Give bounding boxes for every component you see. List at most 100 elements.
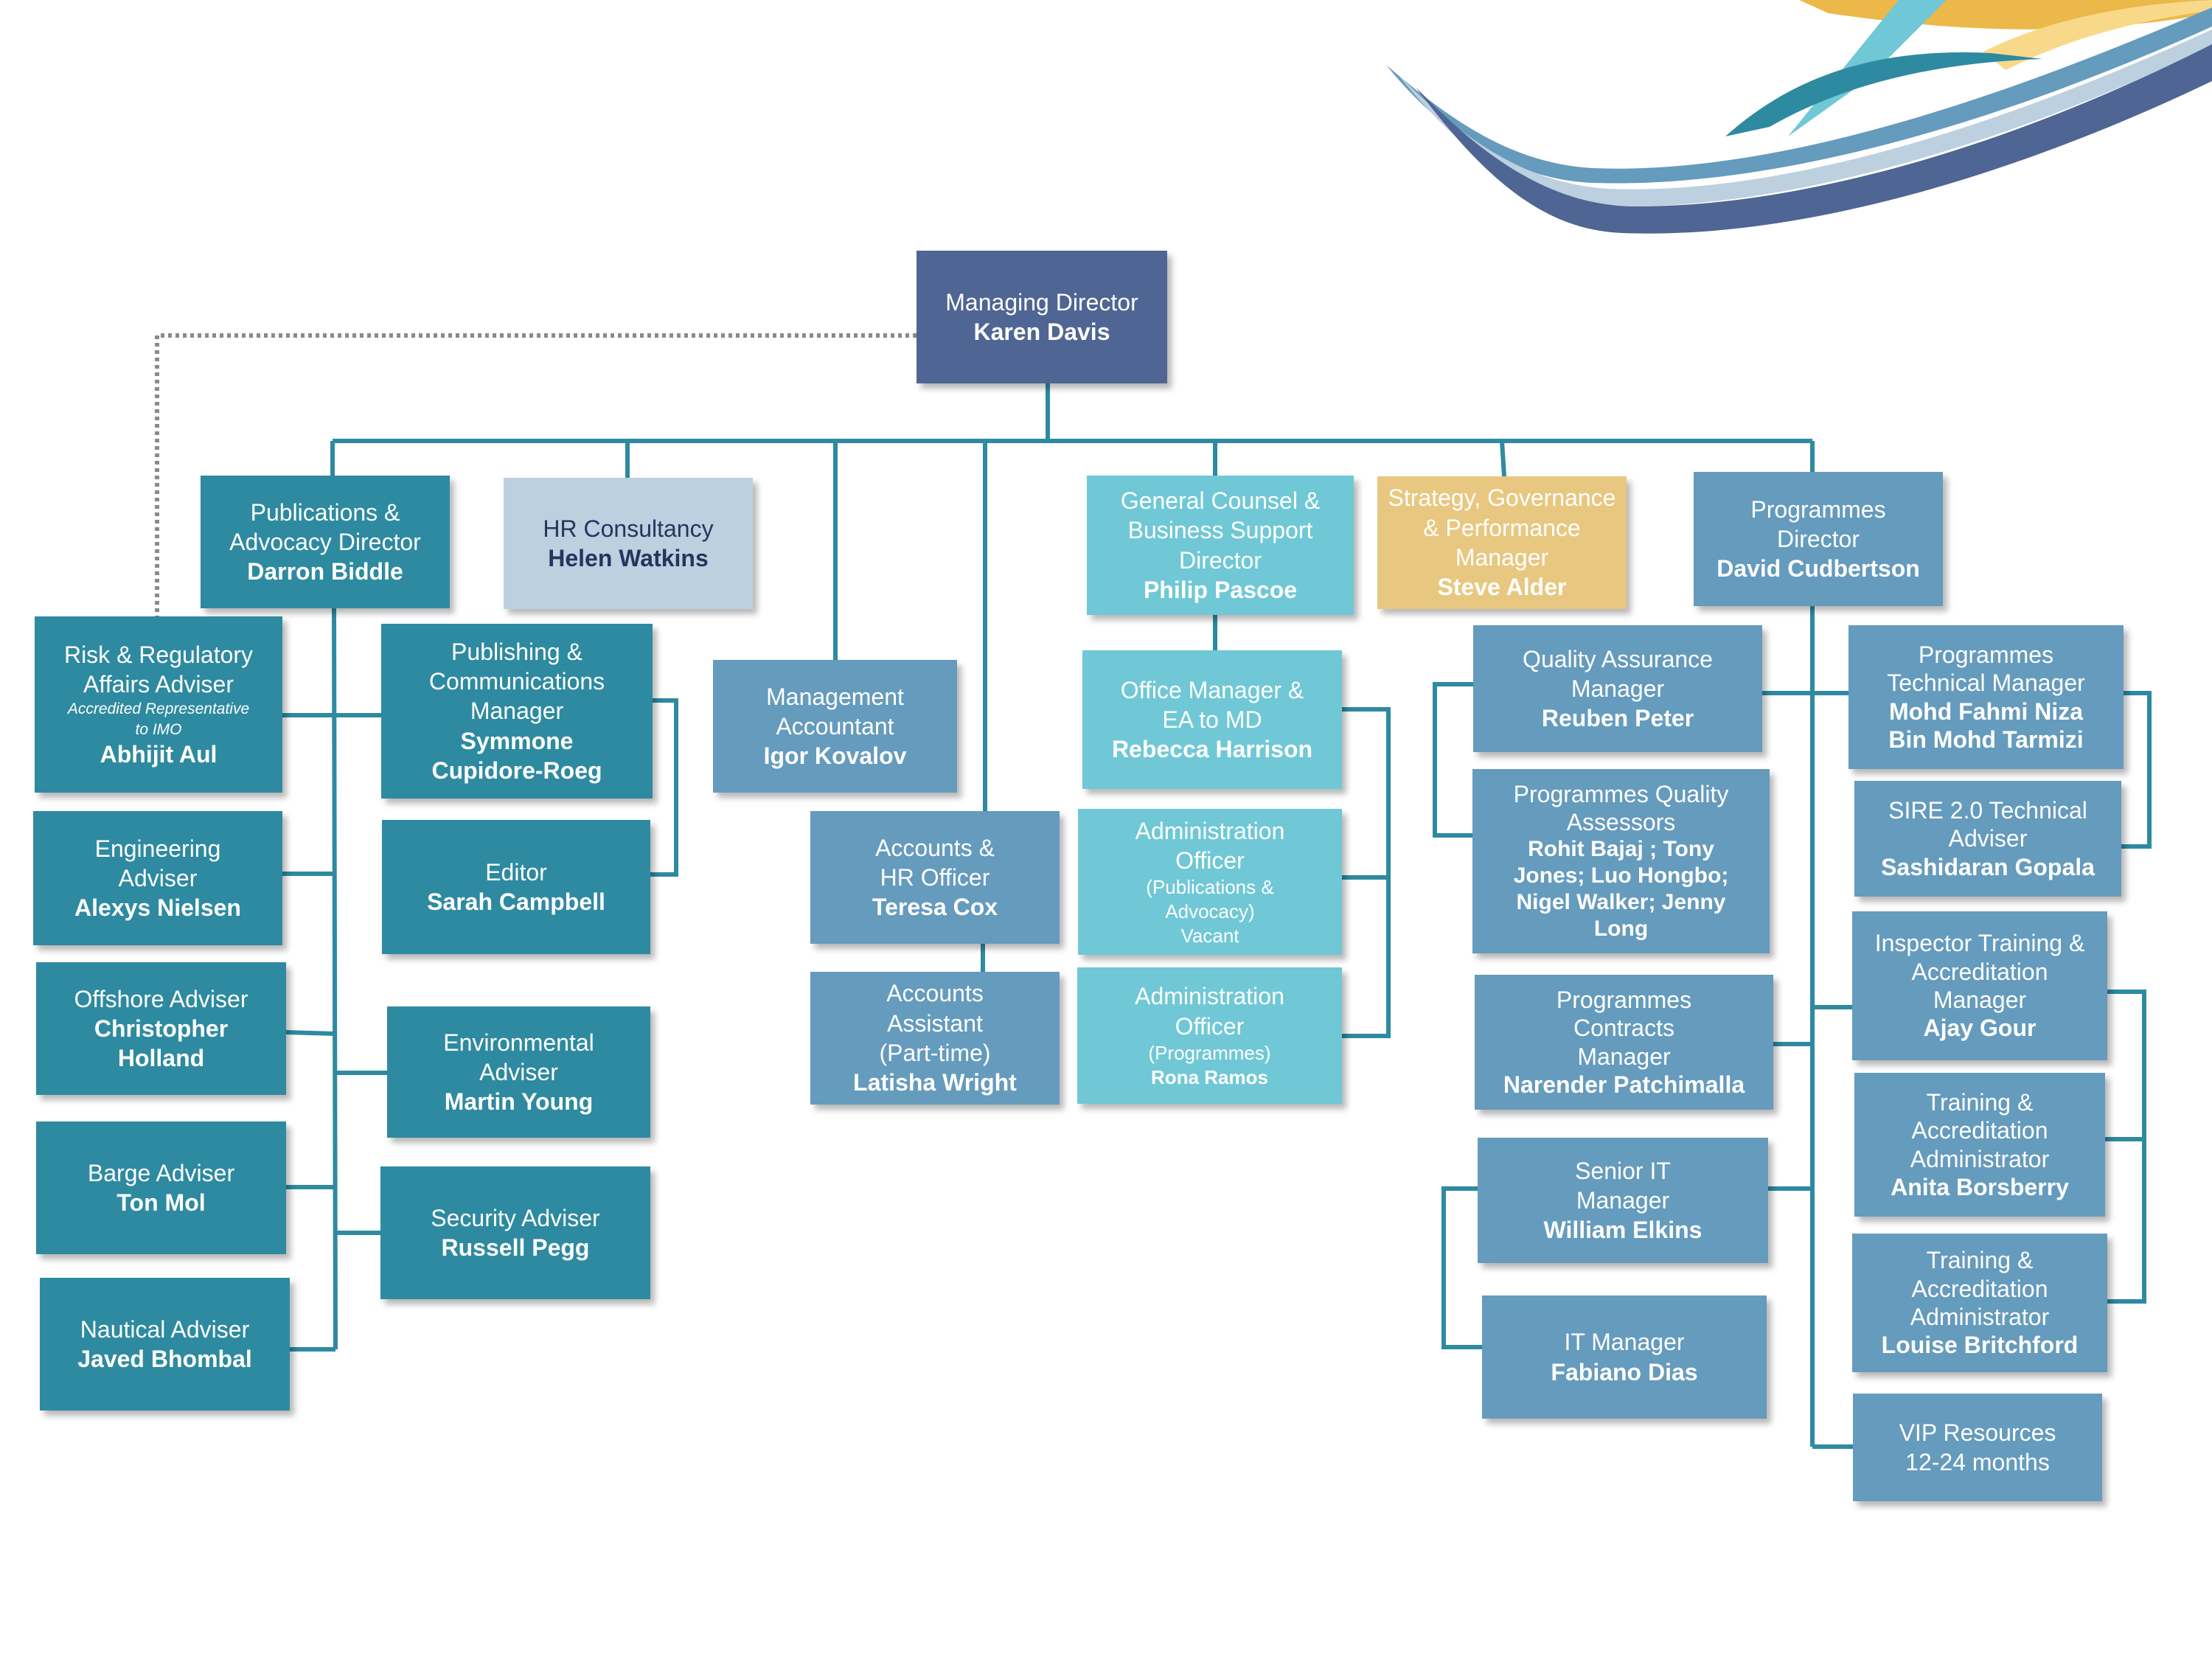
mgmt-accountant-title: Management Accountant [766,683,904,740]
swoosh-pale-band [1397,29,2212,207]
box-editor[interactable]: Editor Sarah Campbell [382,820,650,954]
sire-adviser-title: SIRE 2.0 Technical Adviser [1888,796,2087,852]
box-publications-director[interactable]: Publications & Advocacy Director Darron … [201,476,450,608]
barge-name: Ton Mol [116,1189,206,1216]
box-it-manager[interactable]: IT Manager Fabiano Dias [1482,1295,1767,1419]
accounts-hr-name: Teresa Cox [872,894,998,921]
nautical-name: Javed Bhombal [77,1346,252,1372]
box-programmes-technical-manager[interactable]: Programmes Technical Manager Mohd Fahmi … [1848,625,2124,769]
security-name: Russell Pegg [441,1234,590,1261]
training-admin-1-title: Training & Accreditation Administrator [1910,1088,2050,1172]
senior-it-title: Senior IT Manager [1575,1157,1671,1214]
connector-office-admin [1342,707,1391,1038]
it-manager-name: Fabiano Dias [1551,1358,1698,1385]
box-quality-assessors[interactable]: Programmes Quality Assessors Rohit Bajaj… [1472,769,1770,953]
sire-adviser-name: Sashidaran Gopala [1881,853,2095,880]
box-barge-adviser[interactable]: Barge Adviser Ton Mol [36,1121,286,1254]
inspector-training-name: Ajay Gour [1923,1015,2037,1042]
quality-assessors-title: Programmes Quality Assessors [1513,780,1729,835]
publishing-comms-title: Publishing & Communications Manager [428,638,605,725]
security-title: Security Adviser [431,1204,600,1231]
risk-adviser-name: Abhijit Aul [100,740,218,768]
nautical-title: Nautical Adviser [80,1315,250,1343]
md-title: Managing Director [945,288,1138,316]
box-training-admin-2[interactable]: Training & Accreditation Administrator L… [1852,1234,2107,1372]
barge-title: Barge Adviser [87,1159,235,1186]
box-admin-officer-publications[interactable]: Administration Officer (Publications & A… [1078,809,1342,955]
connector-pub-trunk [332,607,338,1350]
box-managing-director[interactable]: Managing Director Karen Davis [917,251,1167,383]
offshore-title: Offshore Adviser [74,985,248,1012]
hr-consultancy-name: Helen Watkins [548,545,709,571]
risk-adviser-note: Accredited Representative to IMO [67,700,250,738]
box-risk-regulatory-adviser[interactable]: Risk & Regulatory Affairs Adviser Accred… [35,616,282,793]
box-offshore-adviser[interactable]: Offshore Adviser Christopher Holland [36,962,286,1095]
senior-it-name: William Elkins [1543,1217,1703,1244]
box-office-manager[interactable]: Office Manager & EA to MD Rebecca Harris… [1082,650,1342,789]
general-counsel-name: Philip Pascoe [1143,576,1298,603]
box-management-accountant[interactable]: Management Accountant Igor Kovalov [713,660,957,793]
box-senior-it-manager[interactable]: Senior IT Manager William Elkins [1478,1138,1768,1263]
mgmt-accountant-name: Igor Kovalov [763,742,907,770]
qa-manager-title: Quality Assurance Manager [1523,645,1713,702]
admin-pub-name: Vacant [1180,924,1239,947]
box-strategy-manager[interactable]: Strategy, Governance & Performance Manag… [1377,476,1627,609]
md-name: Karen Davis [973,319,1110,345]
box-publishing-comms-manager[interactable]: Publishing & Communications Manager Symm… [381,624,653,799]
connector-qa-assessors [1433,682,1473,838]
box-training-admin-1[interactable]: Training & Accreditation Administrator A… [1854,1073,2105,1217]
connector-inspector-training [2107,990,2146,1304]
box-environmental-adviser[interactable]: Environmental Adviser Martin Young [387,1006,650,1138]
training-admin-1-name: Anita Borsberry [1891,1173,2069,1200]
office-manager-title: Office Manager & EA to MD [1120,676,1304,733]
editor-title: Editor [485,858,547,886]
box-vip-resources[interactable]: VIP Resources 12-24 months [1853,1394,2102,1501]
box-nautical-adviser[interactable]: Nautical Adviser Javed Bhombal [40,1278,290,1411]
offshore-name: Christopher Holland [94,1015,229,1072]
box-hr-consultancy[interactable]: HR Consultancy Helen Watkins [504,478,753,609]
inspector-training-title: Inspector Training & Accreditation Manag… [1874,930,2085,1013]
admin-pub-subtitle: (Publications & Advocacy) [1146,876,1274,922]
strategy-title: Strategy, Governance & Performance Manag… [1388,484,1616,571]
box-contracts-manager[interactable]: Programmes Contracts Manager Narender Pa… [1475,975,1773,1110]
pub-director-title: Publications & Advocacy Director [229,498,421,555]
box-programmes-director[interactable]: Programmes Director David Cudbertson [1694,472,1943,606]
connector-dotted-md-risk [155,333,917,623]
swoosh-gold-light [1983,0,2212,70]
prog-director-name: David Cudbertson [1717,555,1920,582]
box-accounts-assistant[interactable]: Accounts Assistant (Part-time) Latisha W… [810,972,1060,1105]
publishing-comms-name: Symmone Cupidore-Roeg [431,727,602,784]
engineering-title: Engineering Adviser [94,835,221,891]
box-security-adviser[interactable]: Security Adviser Russell Pegg [380,1166,650,1299]
engineering-name: Alexys Nielsen [74,894,241,922]
prog-tech-title: Programmes Technical Manager [1887,641,2085,697]
connector-prog-tech-sire [2121,691,2152,849]
contracts-manager-title: Programmes Contracts Manager [1556,986,1692,1070]
prog-tech-name: Mohd Fahmi Niza Bin Mohd Tarmizi [1888,698,2084,753]
box-general-counsel[interactable]: General Counsel & Business Support Direc… [1087,476,1354,615]
risk-adviser-title: Risk & Regulatory Affairs Adviser [63,641,254,698]
connector-publishing-editor [650,698,678,877]
strategy-name: Steve Alder [1437,574,1567,601]
contracts-manager-name: Narender Patchimalla [1503,1071,1745,1098]
admin-pub-title: Administration Officer [1135,817,1285,874]
it-manager-title: IT Manager [1564,1329,1685,1356]
swoosh-steel-band [1386,7,2212,184]
box-qa-manager[interactable]: Quality Assurance Manager Reuben Peter [1473,625,1762,752]
box-admin-officer-programmes[interactable]: Administration Officer (Programmes) Rona… [1077,967,1342,1104]
admin-prog-name: Rona Ramos [1151,1065,1268,1088]
swoosh-navy-band [1416,44,2212,234]
accounts-assistant-name: Latisha Wright [853,1069,1017,1096]
box-engineering-adviser[interactable]: Engineering Adviser Alexys Nielsen [33,811,282,945]
box-inspector-training-manager[interactable]: Inspector Training & Accreditation Manag… [1852,911,2107,1060]
office-manager-name: Rebecca Harrison [1111,736,1313,763]
training-admin-2-name: Louise Britchford [1881,1332,2079,1359]
environmental-name: Martin Young [444,1088,594,1116]
box-accounts-hr-officer[interactable]: Accounts & HR Officer Teresa Cox [810,811,1060,944]
box-sire-adviser[interactable]: SIRE 2.0 Technical Adviser Sashidaran Go… [1854,781,2121,897]
swoosh-teal-band [1725,52,2042,136]
environmental-title: Environmental Adviser [443,1029,594,1085]
connector-drop-strategy [1500,440,1506,477]
